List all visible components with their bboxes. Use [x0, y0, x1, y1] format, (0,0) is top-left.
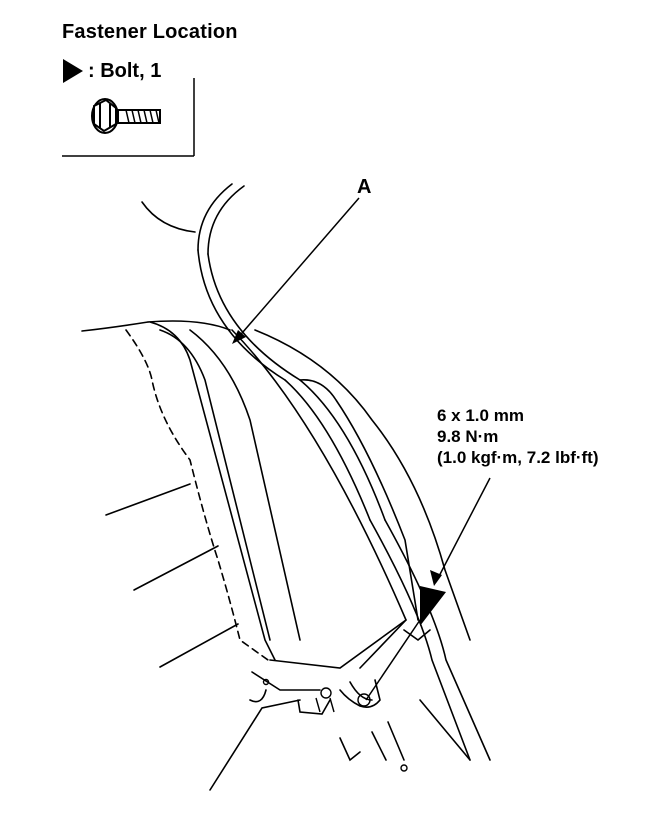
triangle-marker-icon	[420, 586, 446, 626]
spec-torque-nm: 9.8 N·m	[437, 427, 499, 446]
bolt-icon	[91, 98, 161, 134]
torque-spec: 6 x 1.0 mm 9.8 N·m (1.0 kgf·m, 7.2 lbf·f…	[437, 405, 599, 468]
bolt-legend-label: : Bolt, 1	[88, 59, 162, 82]
legend-box	[62, 78, 195, 157]
triangle-marker-icon	[63, 59, 83, 83]
spec-leader	[435, 477, 491, 583]
spec-size: 6 x 1.0 mm	[437, 406, 524, 425]
spec-arrowhead	[430, 570, 442, 586]
legend-marker-slot	[62, 58, 84, 84]
legend-row-bolt: : Bolt, 1	[62, 58, 161, 84]
spec-torque-alt: (1.0 kgf·m, 7.2 lbf·ft)	[437, 448, 599, 467]
callout-a-arrowhead	[232, 330, 246, 344]
fastener-leader	[365, 619, 421, 701]
callout-a-leader	[235, 197, 360, 341]
callout-a-label: A	[357, 176, 372, 198]
body-panel-lines	[81, 183, 491, 791]
small-details	[262, 678, 408, 772]
fastener-location-title: Fastener Location	[62, 21, 238, 43]
